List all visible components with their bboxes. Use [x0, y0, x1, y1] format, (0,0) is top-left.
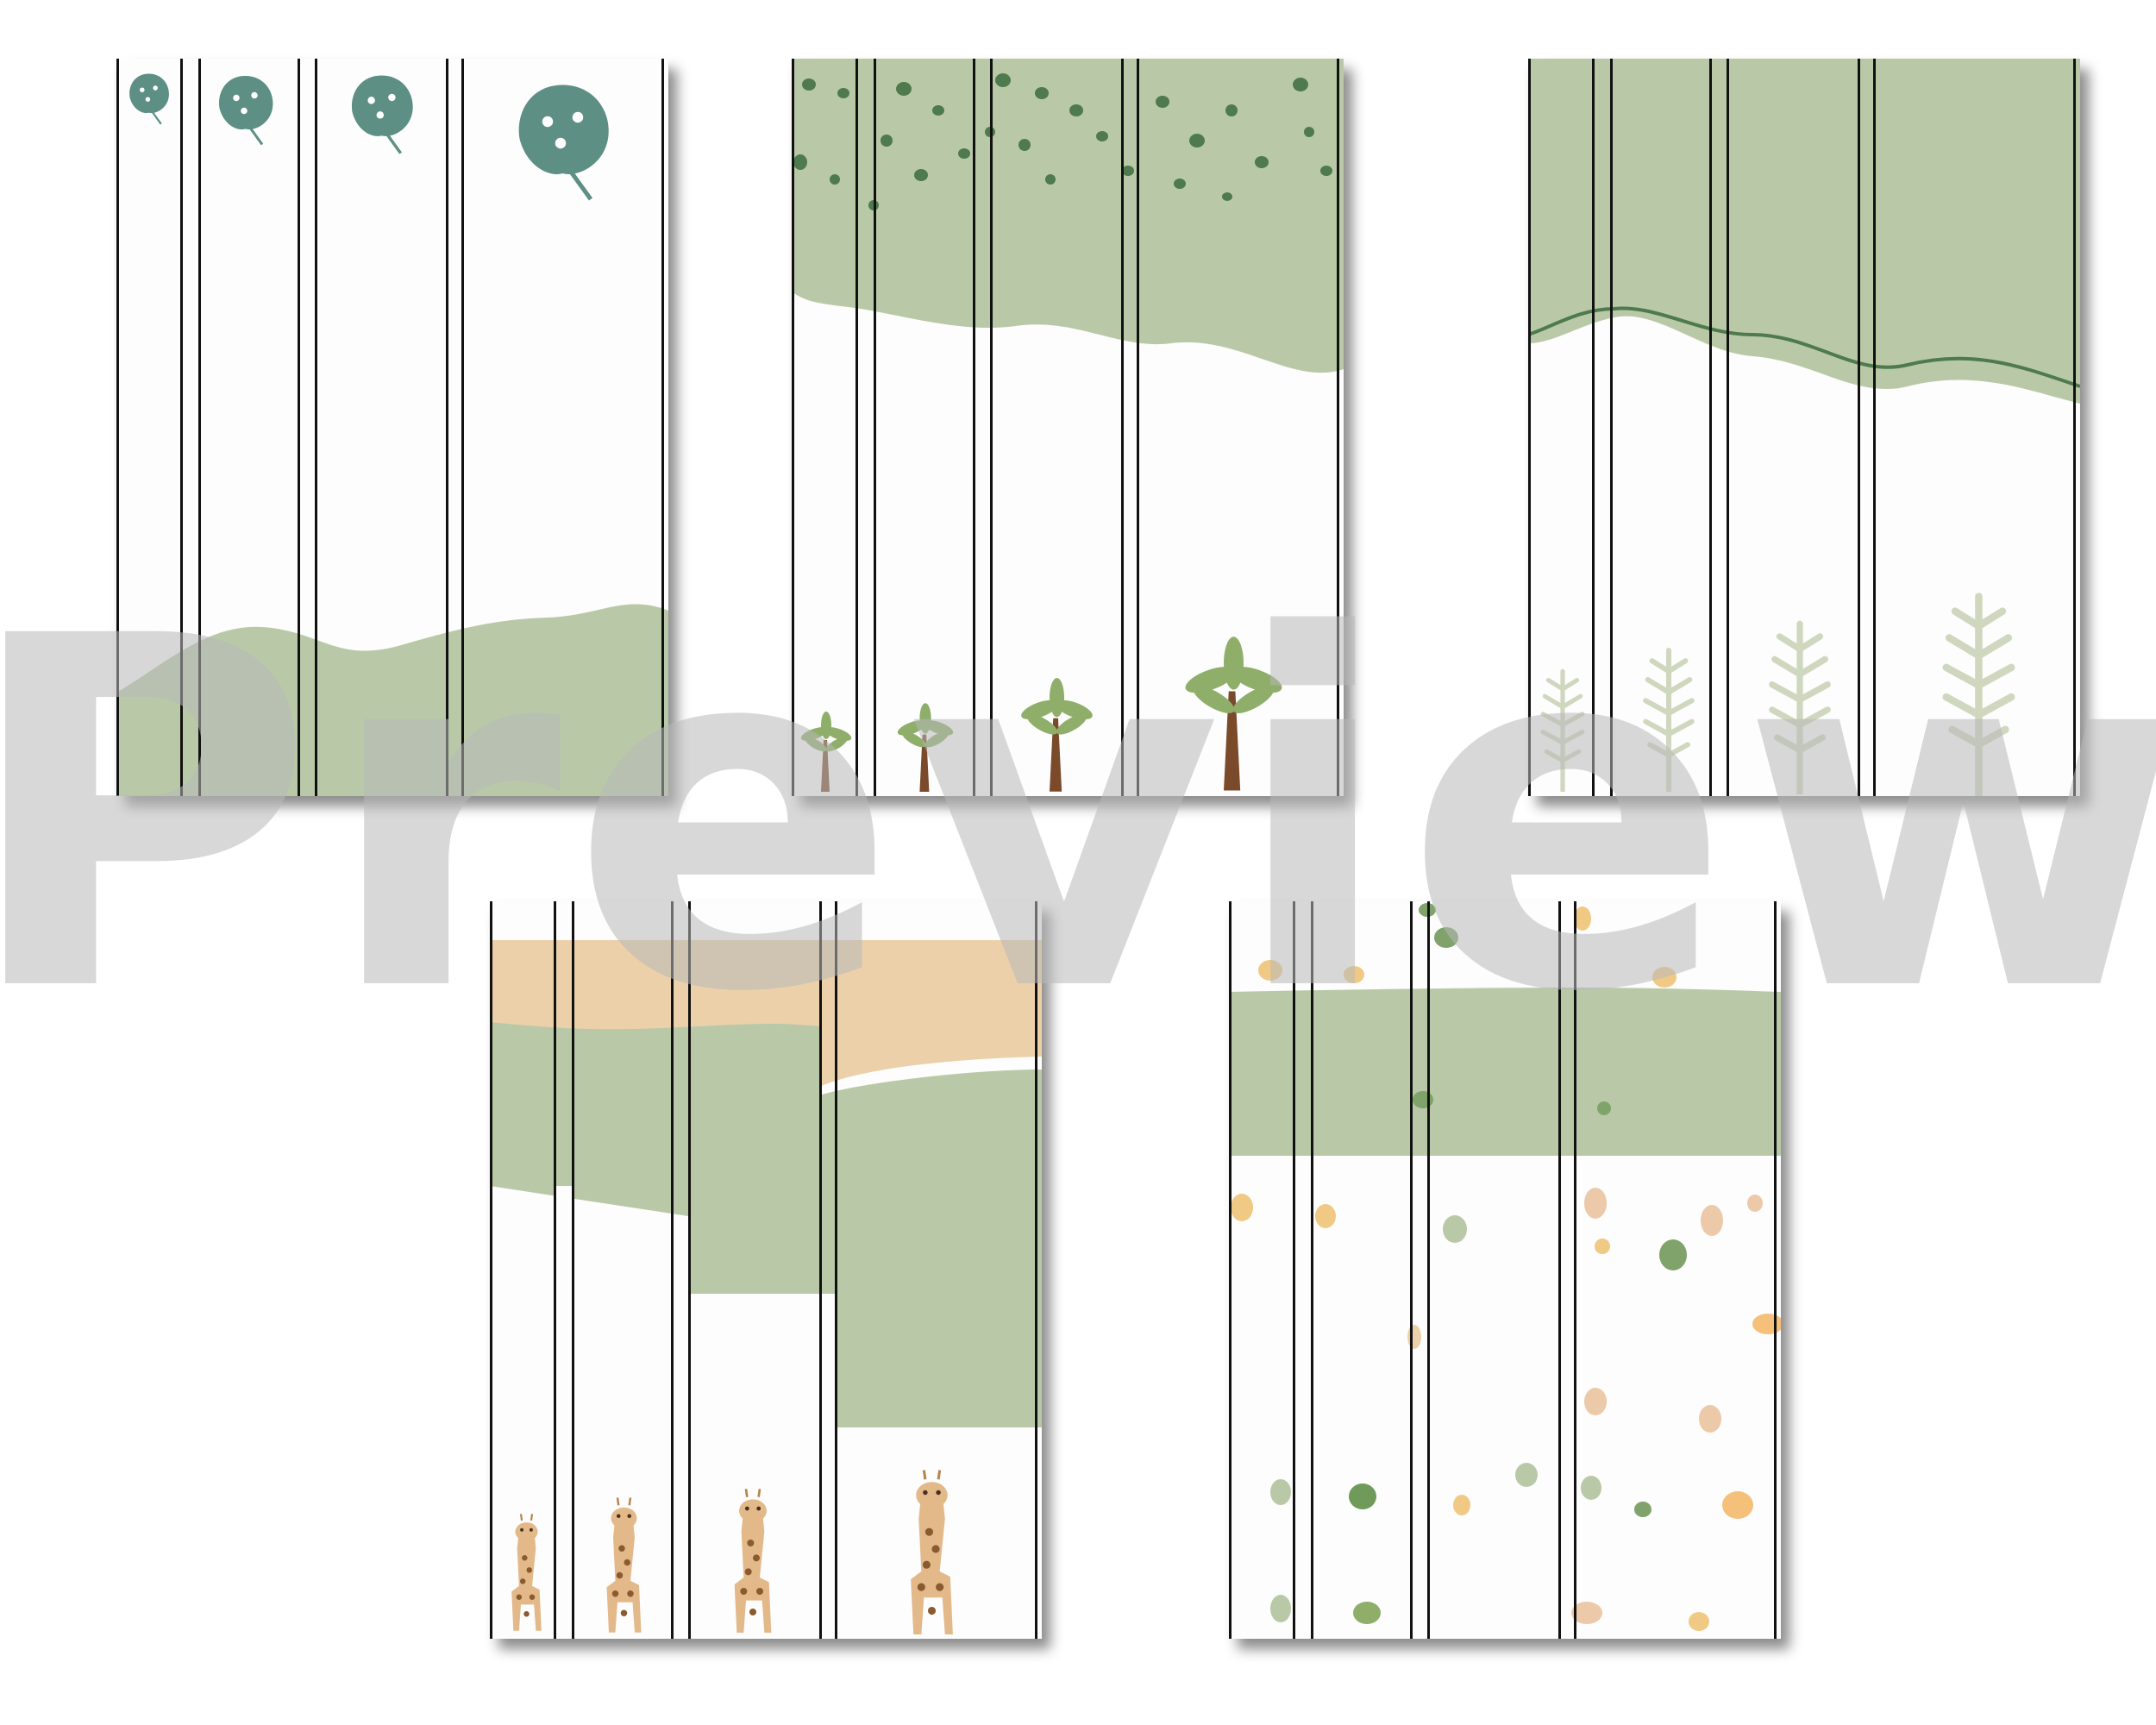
strip-divider — [1229, 901, 1232, 1639]
strip-divider — [1774, 901, 1777, 1639]
monstera-leaf-icon — [351, 75, 413, 154]
strip-divider — [180, 59, 183, 796]
sheet-fern-wave — [1528, 59, 2080, 796]
strip-divider — [1035, 901, 1037, 1639]
strip-divider — [1137, 59, 1139, 796]
strip-divider — [990, 59, 993, 796]
strip-divider — [1873, 59, 1876, 796]
hill-background — [116, 604, 668, 796]
strip-divider — [792, 59, 794, 796]
band-background — [490, 940, 1042, 1427]
giraffe-icon — [606, 1497, 642, 1633]
monstera-leaf-icon — [518, 85, 609, 201]
strip-divider — [298, 59, 300, 796]
strip-divider — [554, 901, 556, 1639]
strip-divider — [661, 59, 664, 796]
strip-divider — [856, 59, 858, 796]
strip-divider — [1410, 901, 1413, 1639]
strip-divider — [116, 59, 119, 796]
fern-icon — [1769, 620, 1831, 794]
strip-divider — [671, 901, 674, 1639]
blob-background — [1229, 903, 1781, 1631]
strip-divider — [1337, 59, 1339, 796]
strip-divider — [1311, 901, 1313, 1639]
strip-divider — [572, 901, 574, 1639]
strip-divider — [315, 59, 317, 796]
strip-divider — [2073, 59, 2076, 796]
monstera-leaf-icon — [218, 76, 273, 146]
strip-divider — [461, 59, 464, 796]
fern-icon — [1643, 648, 1695, 792]
strip-divider — [446, 59, 448, 796]
sheet-blob-pattern — [1229, 901, 1781, 1639]
strip-divider — [1727, 59, 1729, 796]
giraffe-icon — [911, 1470, 953, 1634]
strip-divider — [1709, 59, 1712, 796]
strip-divider — [1528, 59, 1531, 796]
strip-divider — [1574, 901, 1576, 1639]
palm-tree-icon — [897, 703, 954, 792]
strip-divider — [819, 901, 822, 1639]
strip-divider — [835, 901, 837, 1639]
palm-tree-icon — [800, 712, 852, 792]
strip-divider — [490, 901, 492, 1639]
fern-icon — [1540, 668, 1585, 792]
green-wave-background — [792, 59, 1344, 373]
fern-icon — [1942, 593, 2015, 796]
strip-divider — [1121, 59, 1124, 796]
palm-tree-icon — [1021, 678, 1093, 792]
giraffe-icon — [511, 1514, 542, 1631]
strip-divider — [198, 59, 201, 796]
strip-divider — [874, 59, 876, 796]
strip-divider — [973, 59, 975, 796]
strip-divider — [1858, 59, 1860, 796]
palm-tree-icon — [1185, 637, 1282, 791]
giraffe-icon — [734, 1489, 772, 1633]
strip-divider — [1558, 901, 1561, 1639]
sheet-giraffes — [490, 901, 1042, 1639]
sheet-monstera-leaves — [116, 59, 668, 796]
strip-divider — [1293, 901, 1295, 1639]
sheet-palm-trees — [792, 59, 1344, 796]
strip-divider — [1592, 59, 1595, 796]
strip-divider — [1427, 901, 1430, 1639]
strip-divider — [1610, 59, 1613, 796]
blob-icon — [1231, 903, 1781, 1631]
strip-divider — [688, 901, 691, 1639]
green-wave-background — [1528, 59, 2080, 404]
monstera-leaf-icon — [129, 73, 169, 125]
